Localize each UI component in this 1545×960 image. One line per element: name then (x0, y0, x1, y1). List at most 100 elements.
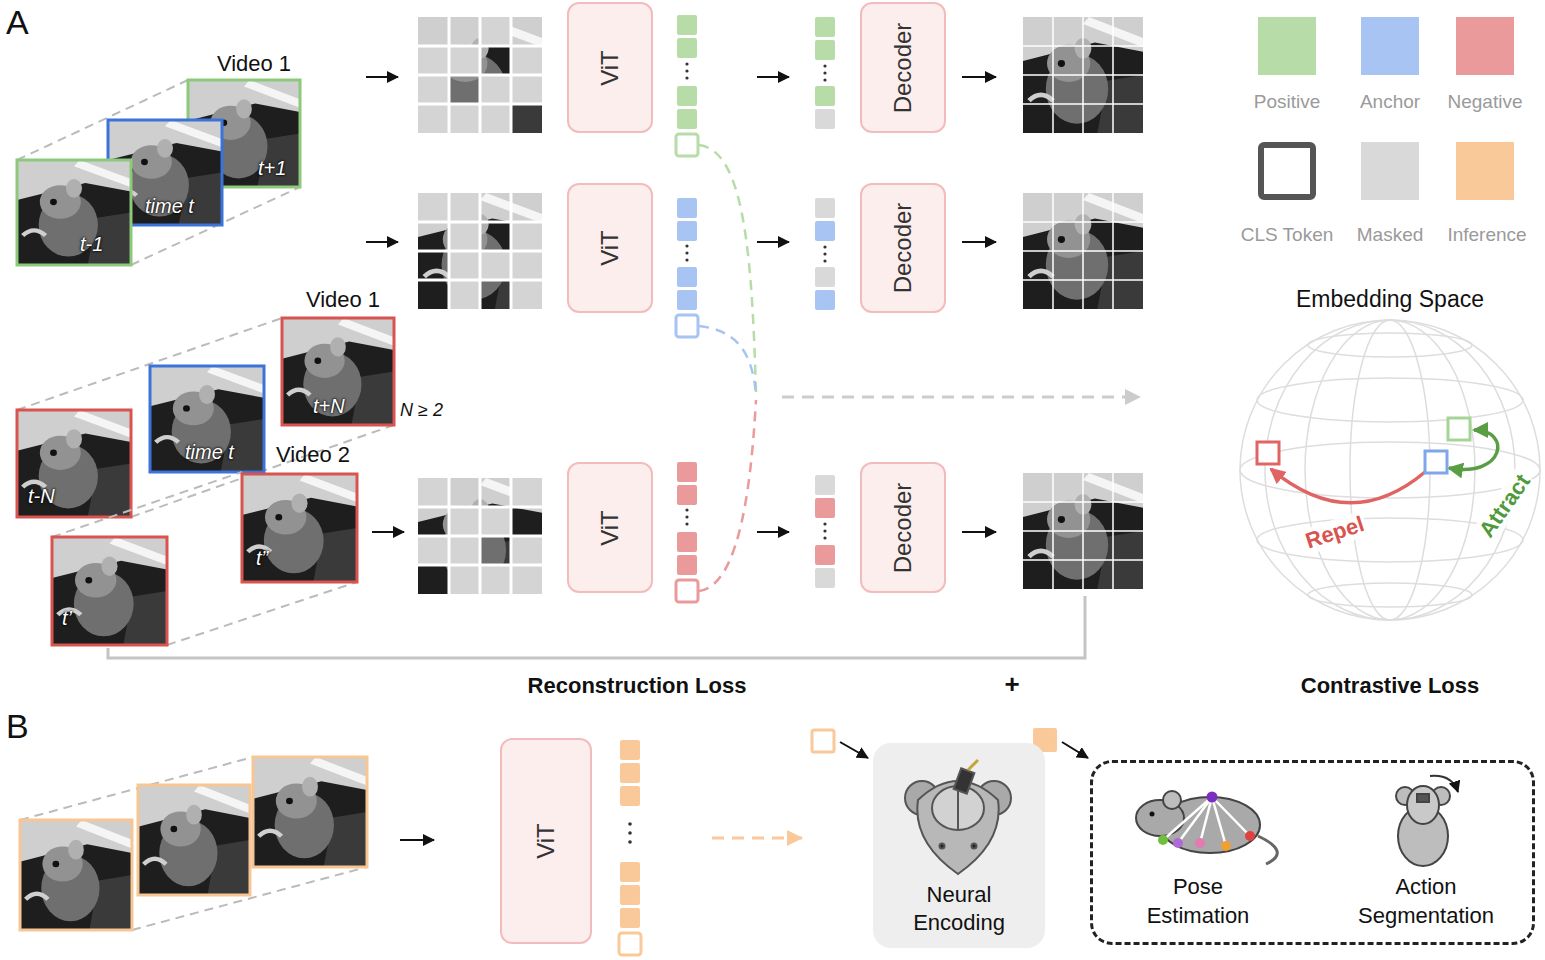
token-column-anchor (685, 244, 688, 261)
flow-arrows (366, 241, 398, 243)
legend-swatch (1258, 142, 1316, 200)
video-frames-row1 (17, 80, 300, 265)
token-column-inference (620, 885, 640, 905)
legend-label: Positive (1254, 91, 1321, 114)
embedding-sphere (1257, 378, 1523, 422)
decoder-tokens-3 (815, 475, 835, 495)
embedding-sphere (1265, 320, 1515, 620)
token-column-inference (620, 740, 640, 928)
node-label: Neural Encoding (884, 881, 1034, 936)
token-column-anchor (685, 251, 688, 254)
masked-grid-2 (418, 193, 542, 309)
video-frames-row2 (17, 410, 131, 517)
embedding-sphere (1240, 320, 1540, 620)
embedding-sphere (1240, 320, 1540, 620)
inference-frames (20, 820, 132, 930)
legend-swatch (1258, 17, 1316, 75)
rat-pose-icon (1245, 831, 1255, 841)
masked-grid-2 (449, 193, 480, 222)
figure-label: time t (185, 440, 234, 464)
decoder-tokens-2 (823, 259, 826, 262)
masked-grid-2 (418, 193, 542, 309)
masked-grid-2 (480, 251, 511, 280)
module-label: ViT (532, 823, 561, 859)
flow-arrows (366, 76, 398, 78)
figure-label: Reconstruction Loss (528, 673, 747, 699)
rat-pose-icon (1150, 812, 1155, 817)
token-column-negative (685, 508, 688, 511)
rat-pose-icon (1163, 791, 1181, 809)
cls-curves (699, 326, 756, 394)
token-column-anchor (685, 244, 688, 247)
embedding-points (1257, 418, 1498, 503)
token-column-positive (685, 76, 688, 79)
token-column-inference (628, 822, 632, 826)
figure-label: time t (145, 194, 194, 218)
embedding-points (1425, 451, 1447, 473)
masked-grid-2 (511, 251, 542, 280)
cls-token-out (812, 730, 834, 752)
encoding-box: Neural Encoding (873, 743, 1045, 948)
decoder-tokens-3 (823, 522, 826, 525)
embedding-arrow (782, 396, 1140, 399)
masked-grid-1 (418, 75, 449, 104)
token-column-positive (677, 86, 697, 106)
reconstruction-output (1023, 530, 1143, 532)
token-column-negative (685, 508, 688, 525)
masked-grid-2 (418, 221, 542, 224)
inference-arrow (712, 837, 802, 840)
module-box: ViT (567, 462, 653, 593)
reconstruction-output (1023, 221, 1143, 223)
module-box: ViT (500, 738, 592, 944)
task-group: Pose EstimationAction Segmentation (1090, 760, 1535, 945)
video-frames-video2 (242, 474, 357, 582)
decoder-tokens-2 (815, 267, 835, 287)
decoder-tokens-3 (823, 522, 826, 539)
masked-grid-1 (418, 17, 542, 133)
token-column-negative (677, 485, 697, 505)
embedding-sphere (1308, 333, 1472, 357)
video-frames-video2 (167, 582, 357, 645)
decoder-tokens-2 (815, 221, 835, 241)
decoder-tokens-2 (823, 245, 826, 262)
token-column-inference (620, 908, 640, 928)
decoder-tokens-1 (815, 17, 835, 129)
embedding-sphere (1240, 442, 1540, 498)
mouse-implant-icon (968, 760, 978, 770)
flow-arrows (757, 531, 789, 533)
decoder-tokens-2 (823, 252, 826, 255)
masked-grid-1 (511, 46, 542, 75)
embedding-sphere (1305, 320, 1475, 620)
decoder-tokens-1 (815, 109, 835, 129)
video-frames-video2 (52, 472, 242, 537)
token-column-anchor (685, 258, 688, 261)
masked-grid-1 (418, 46, 449, 75)
video-frames-video2 (242, 474, 357, 582)
decoder-tokens-2 (815, 290, 835, 310)
rat-pose-icon (1258, 836, 1277, 864)
masked-grid-2 (511, 280, 542, 309)
decoder-tokens-3 (815, 475, 835, 588)
mouse-top-icon (1407, 786, 1439, 824)
rat-pose-icon (1207, 792, 1218, 803)
reconstruction-output (1023, 279, 1143, 281)
masked-grid-3 (480, 507, 511, 536)
reconstruction-output (1023, 559, 1143, 561)
decoder-tokens-2 (815, 198, 835, 218)
rat-pose-icon (1136, 791, 1277, 864)
masked-grid-3 (418, 506, 542, 509)
masked-grid-1 (449, 104, 480, 133)
masked-grid-3 (511, 478, 542, 507)
token-column-negative (677, 462, 697, 482)
video-frames-video2 (52, 537, 167, 645)
figure-label: t+1 (258, 156, 286, 180)
reconstruction-output (1023, 501, 1143, 503)
token-column-negative (685, 522, 688, 525)
flow-arrows (757, 241, 789, 243)
figure-label: t-N (28, 484, 55, 508)
masked-grid-3 (449, 536, 480, 565)
token-column-anchor (677, 221, 697, 241)
mouse-implant-icon (917, 781, 998, 874)
legend-label: CLS Token (1241, 224, 1334, 247)
